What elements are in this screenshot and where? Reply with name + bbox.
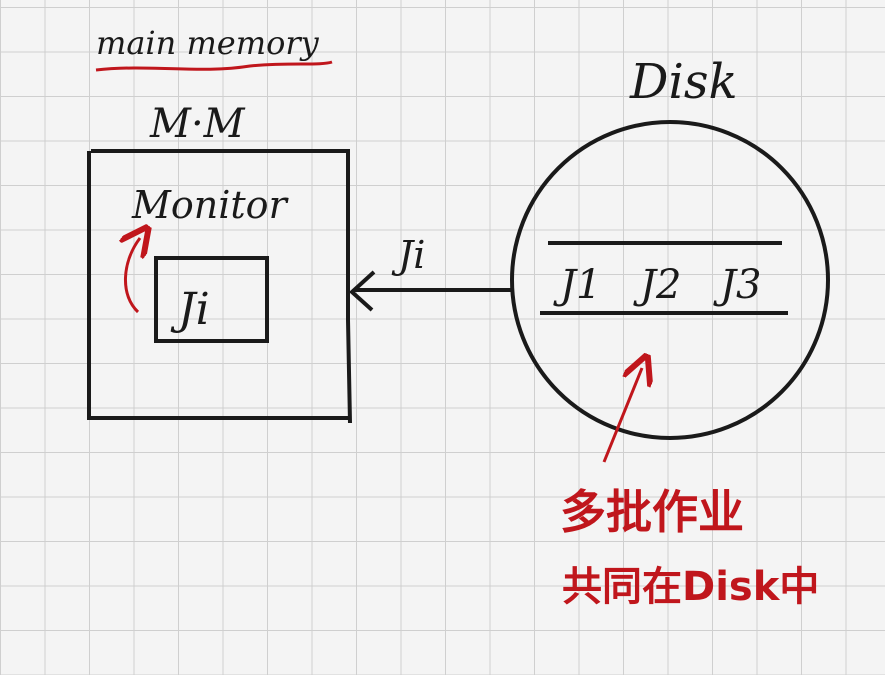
disk-job-3: J3 xyxy=(713,262,761,308)
disk-circle xyxy=(510,120,830,440)
disk-job-2: J2 xyxy=(633,262,681,308)
mm-label: M·M xyxy=(149,101,246,147)
load-arrow-label: Ji xyxy=(391,233,425,277)
annotation-arrow xyxy=(602,368,642,463)
job-in-memory-box xyxy=(154,256,269,343)
main-memory-box xyxy=(87,149,352,424)
load-arrow-head xyxy=(349,270,376,312)
disk-job-1: J1 xyxy=(553,262,601,308)
note-line-2: 共同在Disk中 xyxy=(562,564,819,610)
monitor-arrow xyxy=(125,238,140,314)
disk-label: Disk xyxy=(629,54,738,110)
main-memory-label: main memory xyxy=(96,24,320,62)
main-memory-underline xyxy=(95,60,333,72)
job-in-memory-label: Ji xyxy=(170,284,210,335)
monitor-label: Monitor xyxy=(131,183,290,227)
note-line-1: 多批作业 xyxy=(560,485,744,539)
